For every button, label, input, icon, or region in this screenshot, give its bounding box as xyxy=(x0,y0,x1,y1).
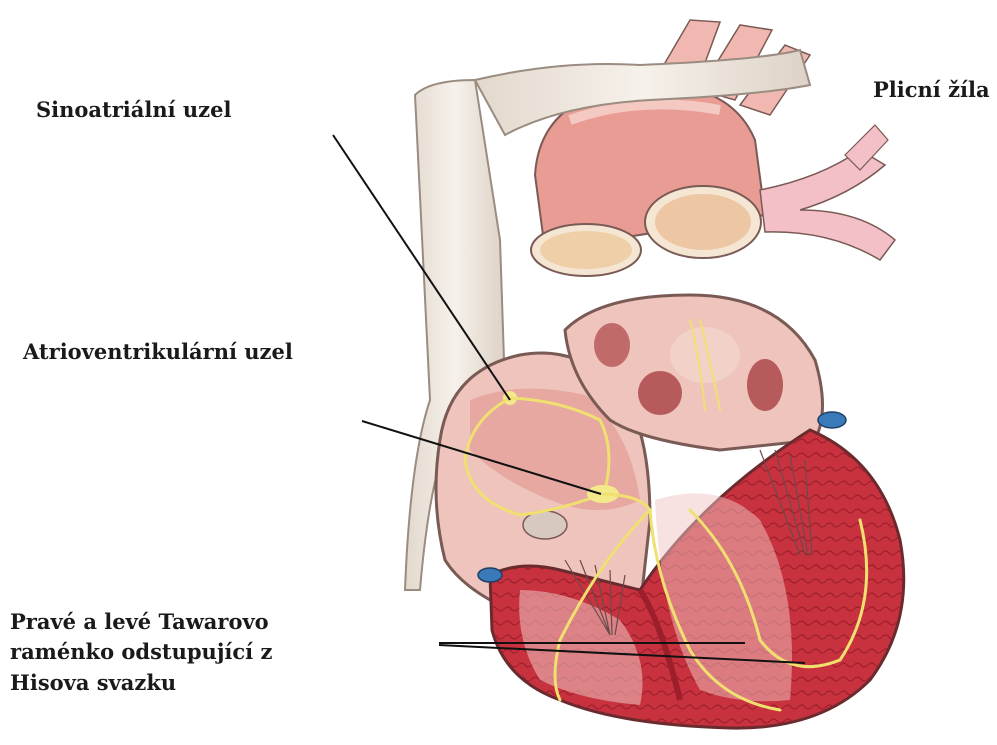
bundle-branches-line-2: raménko odstupující z xyxy=(10,637,272,667)
pulmonary-vein-label: Plicní žíla xyxy=(873,75,990,105)
bundle-branches-line-3: Hisova svazku xyxy=(10,668,272,698)
bundle-branches-label: Pravé a levé Tawarovo raménko odstupujíc… xyxy=(10,607,272,698)
bundle-branches-line-1: Pravé a levé Tawarovo xyxy=(10,607,272,637)
pulmonary-vein xyxy=(760,125,895,260)
av-node-label: Atrioventrikulární uzel xyxy=(23,337,293,367)
sinoatrial-node-label: Sinoatriální uzel xyxy=(36,95,231,125)
